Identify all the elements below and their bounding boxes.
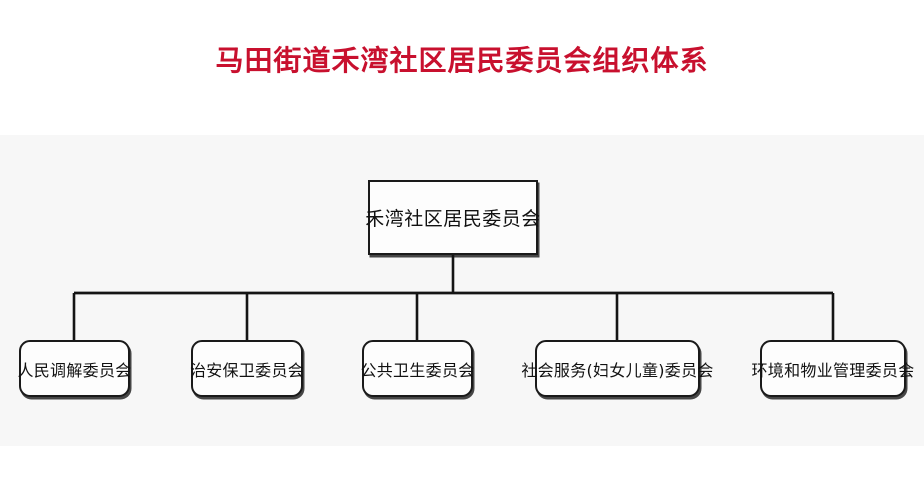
org-node-label: 人民调解委员会 (17, 360, 132, 380)
org-node-social-services-committee[interactable]: 社会服务(妇女儿童)委员会 (521, 340, 713, 397)
org-node-label: 社会服务(妇女儿童)委员会 (521, 360, 714, 380)
org-node-root-label: 禾湾社区居民委员会 (365, 208, 541, 230)
org-node-people-mediation-committee[interactable]: 人民调解委员会 (17, 340, 132, 397)
org-node-public-health-committee[interactable]: 公共卫生委员会 (360, 340, 475, 397)
org-node-label: 公共卫生委员会 (360, 360, 475, 380)
page-title: 马田街道禾湾社区居民委员会组织体系 (215, 44, 709, 77)
org-node-public-security-committee[interactable]: 治安保卫委员会 (189, 340, 305, 397)
diagram-panel: 禾湾社区居民委员会 人民调解委员会 治安保卫委员会 公共卫生委员会 社会服务(妇… (0, 135, 924, 446)
org-node-label: 环境和物业管理委员会 (751, 360, 915, 380)
org-node-root[interactable]: 禾湾社区居民委员会 (365, 180, 541, 255)
title-band: 马田街道禾湾社区居民委员会组织体系 (0, 0, 924, 135)
org-node-label: 治安保卫委员会 (189, 360, 305, 380)
org-node-environment-property-committee[interactable]: 环境和物业管理委员会 (752, 340, 914, 397)
